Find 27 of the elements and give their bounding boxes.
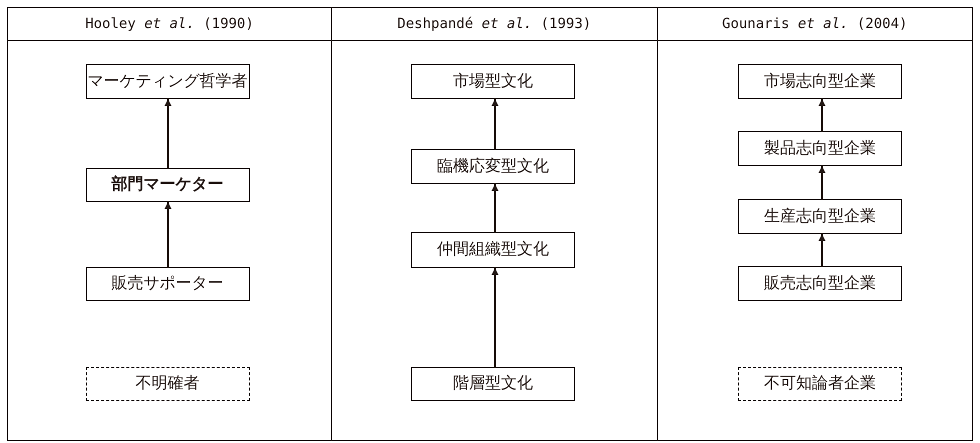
arrow (818, 234, 826, 266)
arrow (492, 184, 498, 232)
process-box: 市場志向型企業 (738, 64, 902, 98)
process-box: 製品志向型企業 (738, 130, 902, 166)
process-box: 臨機応変型文化 (411, 148, 575, 184)
process-box: 仲間組織型文化 (411, 232, 575, 268)
arrow (492, 99, 498, 149)
arrow (818, 166, 826, 199)
arrow (164, 99, 172, 168)
column-heading: Deshpandé et al. (1993) (397, 16, 592, 32)
column-panel (330, 7, 658, 441)
arrow (492, 268, 498, 367)
process-box: 生産志向型企業 (738, 198, 902, 234)
column-heading: Gounaris et al. (2004) (722, 16, 908, 32)
process-box: 販売サポーター (86, 266, 250, 300)
process-box: 部門マーケター (86, 168, 250, 202)
process-box: 階層型文化 (411, 366, 575, 400)
process-box: 販売志向型企業 (738, 266, 902, 300)
column-panel (656, 7, 973, 441)
process-box: マーケティング哲学者 (86, 64, 250, 98)
column-panel (7, 7, 332, 441)
column-heading: Hooley et al. (1990) (85, 16, 254, 32)
process-box: 市場型文化 (411, 64, 575, 98)
dashed-box: 不明確者 (86, 366, 250, 400)
dashed-box: 不可知論者企業 (738, 366, 902, 400)
arrow (164, 202, 172, 267)
arrow (818, 99, 826, 131)
